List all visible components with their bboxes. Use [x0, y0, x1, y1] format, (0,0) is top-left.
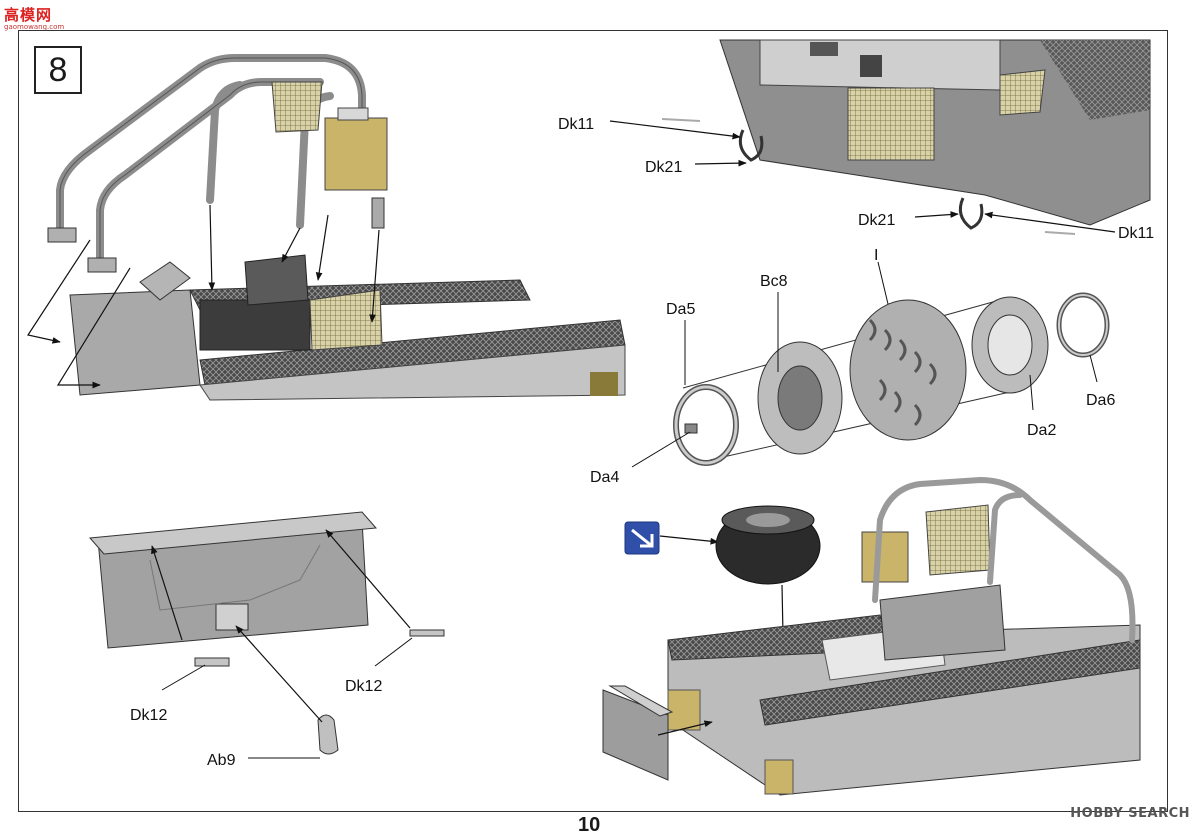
label-dk12-left: Dk12: [130, 707, 167, 724]
hull-rear-shackles: [609, 39, 1151, 235]
label-da2: Da2: [1027, 422, 1056, 439]
part-labels: Dk11 Dk21 Dk21 Dk11 I Bc8 Da5 Da6 Da2 Da…: [130, 116, 1154, 769]
page-border: [18, 30, 1168, 812]
completed-vehicle: [602, 476, 1141, 796]
label-da4: Da4: [590, 469, 619, 486]
hull-with-roll-cage: [27, 54, 626, 401]
label-dk12-right: Dk12: [345, 678, 382, 695]
label-dk21-top: Dk21: [645, 159, 682, 176]
tailgate-assembly: [88, 511, 445, 759]
label-da6: Da6: [1086, 392, 1115, 409]
label-i: I: [874, 247, 878, 264]
label-dk11-right: Dk11: [1118, 225, 1154, 242]
wheel-exploded-view: [631, 261, 1110, 468]
footer-watermark: HOBBY SEARCH: [1070, 806, 1190, 821]
label-da5: Da5: [666, 301, 695, 318]
page-number: 10: [578, 814, 601, 836]
label-bc8: Bc8: [760, 273, 788, 290]
label-ab9: Ab9: [207, 752, 236, 769]
step-number: 8: [34, 46, 82, 94]
label-dk21-right: Dk21: [858, 212, 895, 229]
label-dk11-top: Dk11: [558, 116, 594, 133]
